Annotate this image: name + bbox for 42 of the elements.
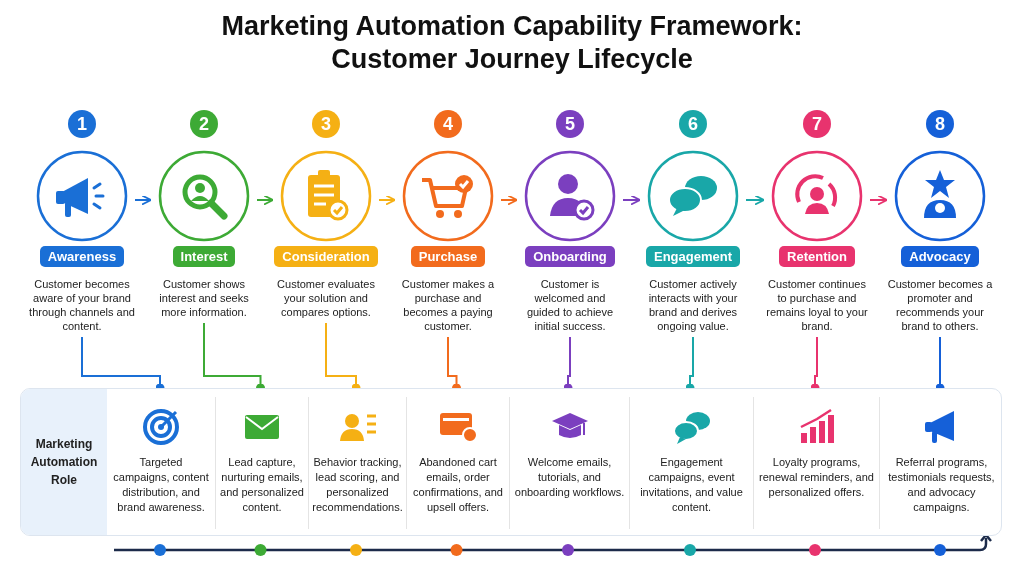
role-description: Referral programs, testimonials requests, and advocacy campaigns. <box>887 455 996 515</box>
step-number-badge: 5 <box>556 110 584 138</box>
stage-label: Engagement <box>646 246 740 267</box>
stage-label: Retention <box>779 246 855 267</box>
role-description: Targeted campaigns, content distribution, and brand awareness. <box>112 455 210 515</box>
panel-heading: Marketing Automation Role <box>21 389 107 535</box>
step-number-badge: 1 <box>68 110 96 138</box>
role-description: Welcome emails, tutorials, and onboarding workflows. <box>513 455 626 500</box>
role-description: Lead capture, nurturing emails, and personalized content. <box>219 455 305 515</box>
arrow <box>378 194 396 206</box>
step-number-badge: 7 <box>803 110 831 138</box>
step-number-badge: 2 <box>190 110 218 138</box>
step-number-badge: 6 <box>679 110 707 138</box>
stage-description: Customer is welcomed and guided to achieve initial success. <box>525 277 615 333</box>
role-description: Engagement campaigns, event invitations, and value content. <box>639 455 744 515</box>
stage-description: Customer evaluates your solution and compares options. <box>276 277 376 319</box>
stage-description: Customer shows interest and seeks more information. <box>158 277 250 319</box>
stage-description: Customer becomes aware of your brand through channels and content. <box>29 277 135 333</box>
stage-label: Advocacy <box>901 246 979 267</box>
role-description: Behavior tracking, lead scoring, and personalized recommendations. <box>311 455 404 515</box>
stage-description: Customer makes a purchase and becomes a paying customer. <box>400 277 496 333</box>
arrow <box>500 194 518 206</box>
title: Marketing Automation Capability Framework: Customer Journey Lifecycle <box>220 10 804 76</box>
step-number-badge: 8 <box>926 110 954 138</box>
stage-label: Awareness <box>39 246 125 267</box>
role-description: Abandoned cart emails, order confirmations, and upsell offers. <box>412 455 504 515</box>
stage-description: Customer becomes a promoter and recommends your brand to others. <box>887 277 993 333</box>
arrow <box>745 194 765 206</box>
stage-label: Interest <box>172 246 236 267</box>
arrow <box>134 194 152 206</box>
stage-description: Customer actively interacts with your brand and derives ongoing value. <box>647 277 739 333</box>
arrow <box>256 194 274 206</box>
role-panel <box>20 388 1002 536</box>
stage-description: Customer continues to purchase and remains loyal to your brand. <box>765 277 869 333</box>
role-description: Loyalty programs, renewal reminders, and personalized offers. <box>758 455 875 500</box>
arrow <box>869 194 888 206</box>
step-number-badge: 4 <box>434 110 462 138</box>
step-number-badge: 3 <box>312 110 340 138</box>
stage-label: Purchase <box>410 246 486 267</box>
stage-label: Consideration <box>274 246 378 267</box>
stage-label: Onboarding <box>525 246 615 267</box>
arrow <box>622 194 641 206</box>
